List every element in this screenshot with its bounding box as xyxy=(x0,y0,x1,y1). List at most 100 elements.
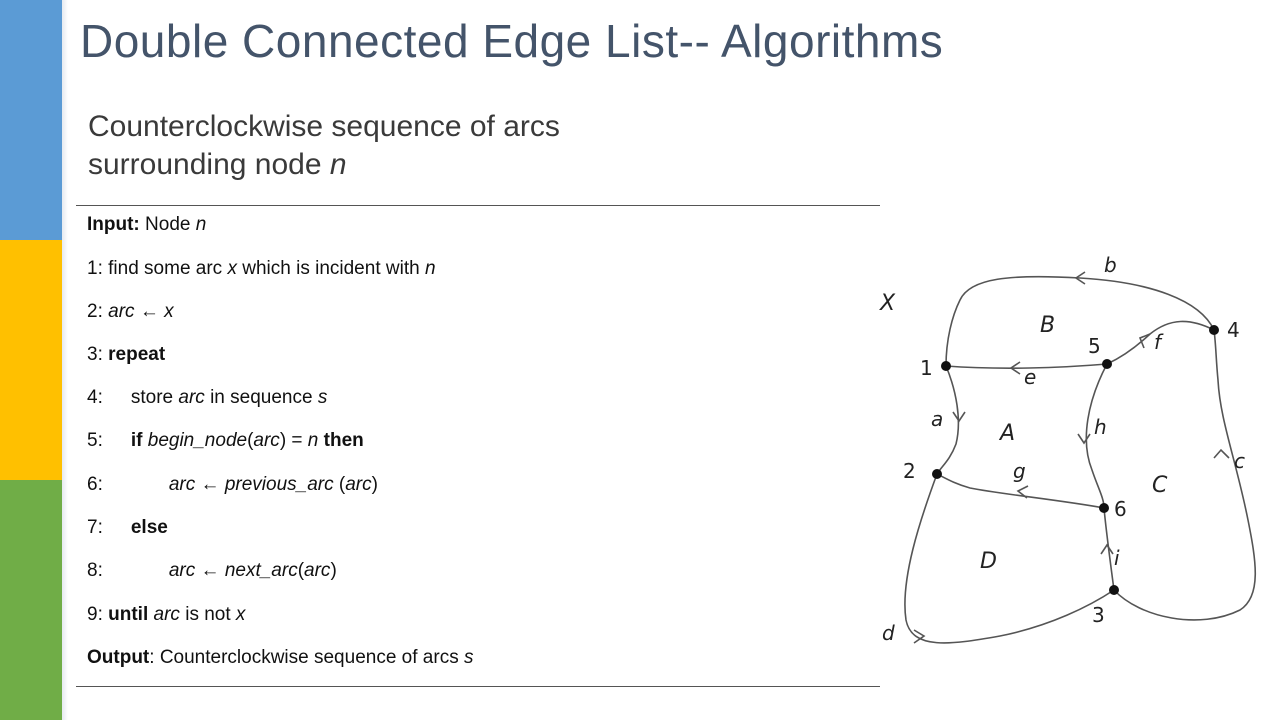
node-label-6: 6 xyxy=(1114,497,1127,521)
algo-step-9: 9: until arc is not x xyxy=(87,600,245,630)
arrowhead-b xyxy=(1074,271,1086,285)
arc-label-e: e xyxy=(1024,365,1036,389)
arc-label-h: h xyxy=(1094,415,1107,439)
step-number: 1: xyxy=(87,258,103,279)
step-number: 5: xyxy=(87,430,103,451)
algo-step-1: 1: find some arc x which is incident wit… xyxy=(87,254,436,284)
node-label-2: 2 xyxy=(903,459,916,483)
step-var: arc xyxy=(253,430,280,451)
face-label-a: A xyxy=(998,421,1015,446)
node-5 xyxy=(1102,359,1112,369)
arc-a xyxy=(936,365,960,475)
step-keyword: repeat xyxy=(108,344,166,365)
step-number: 8: xyxy=(87,560,103,581)
subtitle-line-2: surrounding node n xyxy=(88,146,708,184)
step-arrow: ← xyxy=(195,474,225,495)
subtitle-line-2-text: surrounding node xyxy=(88,148,330,181)
arrowhead-e xyxy=(1009,361,1021,375)
output-var: s xyxy=(463,647,474,668)
step-var: arc xyxy=(153,604,180,625)
accent-bar-yellow xyxy=(0,240,62,480)
node-label-3: 3 xyxy=(1092,603,1105,627)
node-label-1: 1 xyxy=(920,356,933,380)
step-var: x xyxy=(164,301,174,322)
face-label-d: D xyxy=(980,549,997,574)
arc-b xyxy=(945,275,1215,367)
step-keyword: then xyxy=(323,430,364,451)
arrowhead-i xyxy=(1100,543,1114,555)
node-4 xyxy=(1209,325,1219,335)
arrowhead-g xyxy=(1016,485,1029,499)
input-text: Node xyxy=(139,214,196,235)
slide-subtitle: Counterclockwise sequence of arcs surrou… xyxy=(88,108,708,184)
step-text: store xyxy=(130,387,179,408)
node-label-5: 5 xyxy=(1088,334,1101,358)
step-var: n xyxy=(307,430,319,451)
face-label-b: B xyxy=(1040,313,1055,338)
algo-input-line: Input: Node n xyxy=(87,210,206,240)
step-number: 2: xyxy=(87,301,103,322)
arrowhead-d xyxy=(913,629,926,644)
step-number: 3: xyxy=(87,344,103,365)
step-number: 6: xyxy=(87,474,103,495)
step-var: x xyxy=(235,604,246,625)
slide-title: Double Connected Edge List-- Algorithms xyxy=(80,15,944,67)
arrowhead-a xyxy=(952,411,966,423)
arc-g xyxy=(936,473,1105,509)
arc-d xyxy=(904,473,1115,644)
step-var: next_arc xyxy=(224,560,298,581)
step-text: is not xyxy=(179,604,236,625)
arc-f xyxy=(1106,320,1215,365)
accent-bar-green xyxy=(0,480,62,720)
graph-diagram: 1 2 3 4 5 6 X A B C D a b c d e f g h i xyxy=(879,253,1257,645)
step-arrow: ← xyxy=(134,301,165,322)
accent-bar-blue xyxy=(0,0,62,240)
arc-label-f: f xyxy=(1154,330,1164,354)
algo-step-4: 4: store arc in sequence s xyxy=(87,383,327,413)
step-number: 7: xyxy=(87,517,103,538)
face-label-x: X xyxy=(879,291,896,316)
arrowhead-c xyxy=(1213,448,1230,459)
algo-step-2: 2: arc ← x xyxy=(87,297,174,327)
step-text: ) xyxy=(371,474,378,495)
node-3 xyxy=(1109,585,1119,595)
arc-label-b: b xyxy=(1104,253,1117,277)
step-var: x xyxy=(227,258,237,279)
step-text: ) = xyxy=(279,430,308,451)
step-text: find some arc xyxy=(102,258,228,279)
algorithm-box: Input: Node n 1: find some arc x which i… xyxy=(76,205,880,687)
step-var: begin_node xyxy=(147,430,248,451)
step-var: arc xyxy=(108,301,135,322)
node-label-4: 4 xyxy=(1227,318,1240,342)
node-1 xyxy=(941,361,951,371)
node-6 xyxy=(1099,503,1109,513)
step-var: s xyxy=(317,387,328,408)
arc-label-d: d xyxy=(882,621,895,645)
node-2 xyxy=(932,469,942,479)
step-text: ( xyxy=(333,474,346,495)
arc-label-i: i xyxy=(1114,546,1120,570)
subtitle-var-n: n xyxy=(329,148,347,181)
subtitle-line-1: Counterclockwise sequence of arcs xyxy=(88,110,560,143)
step-var: arc xyxy=(304,560,331,581)
arc-h xyxy=(1085,363,1108,509)
step-text: ) xyxy=(330,560,337,581)
output-text: : Counterclockwise sequence of arcs xyxy=(149,647,464,668)
arrowhead-h xyxy=(1077,433,1091,445)
step-var: arc xyxy=(178,387,205,408)
step-text: in sequence xyxy=(204,387,318,408)
step-keyword: until xyxy=(108,604,149,625)
step-keyword: if xyxy=(130,430,143,451)
step-var: arc xyxy=(168,474,196,495)
step-text: ( xyxy=(297,560,305,581)
arc-e xyxy=(945,363,1108,369)
step-arrow: ← xyxy=(195,560,225,581)
input-label: Input: xyxy=(87,214,140,235)
step-number: 9: xyxy=(87,604,103,625)
arc-label-g: g xyxy=(1013,459,1026,483)
step-var: arc xyxy=(345,474,372,495)
step-number: 4: xyxy=(87,387,103,408)
step-text: which is incident with xyxy=(236,258,425,279)
face-label-c: C xyxy=(1152,473,1168,498)
output-label: Output xyxy=(87,647,150,668)
